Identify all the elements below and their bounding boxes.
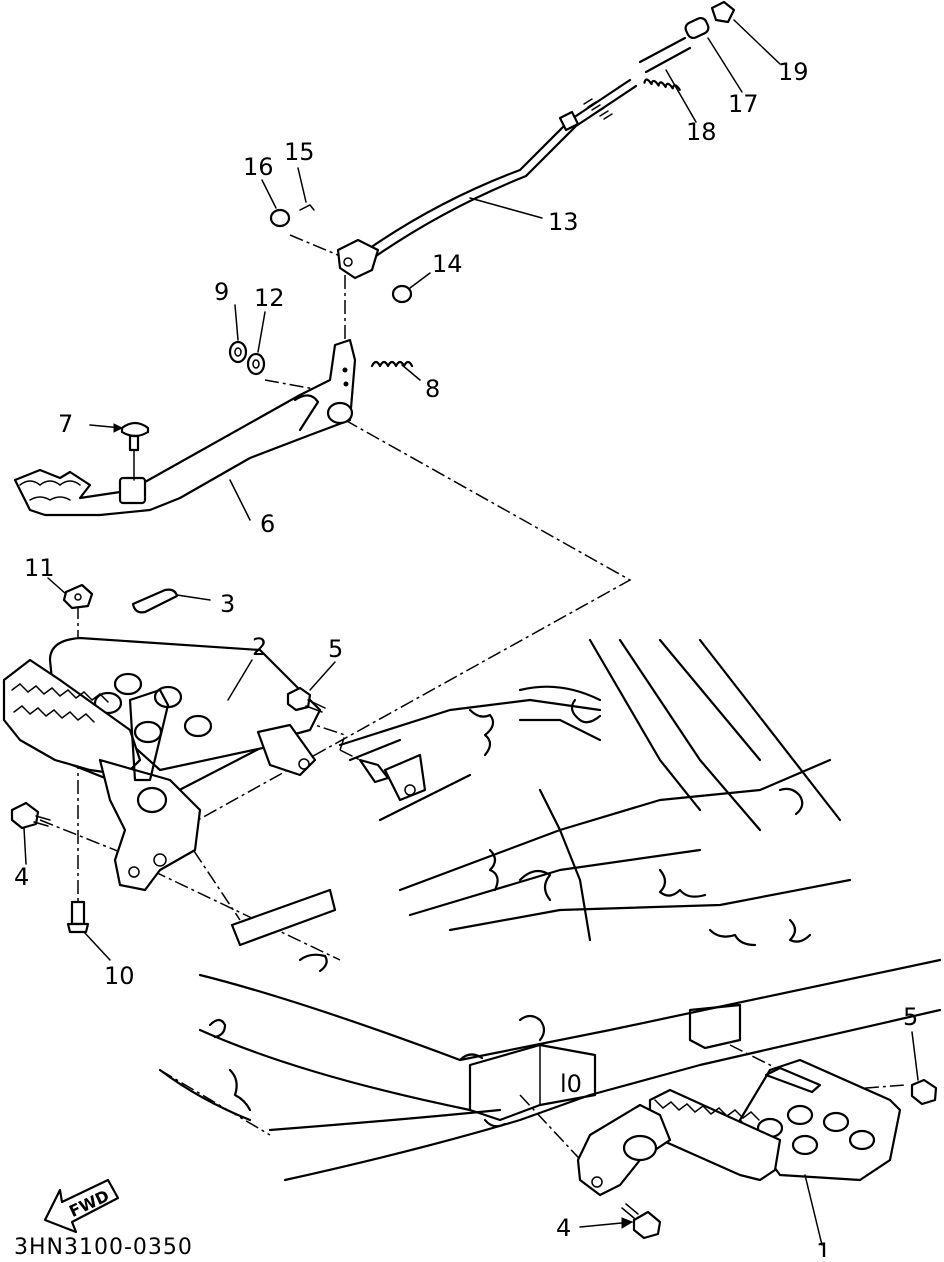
joint-17 <box>684 16 710 40</box>
callout-14: 14 <box>432 250 463 278</box>
frame: l0 <box>158 638 942 1182</box>
callout-13: 13 <box>548 208 579 236</box>
diagram-code: 3HN3100-0350 <box>14 1235 193 1257</box>
callout-11: 11 <box>24 554 55 582</box>
spring-18 <box>638 36 692 91</box>
callout-4-right: 4 <box>556 1214 571 1242</box>
bolt-4-right <box>621 1203 662 1240</box>
callout-18: 18 <box>686 118 717 146</box>
leader-lines <box>23 19 919 1246</box>
footrest-left <box>2 636 427 947</box>
return-spring <box>370 360 414 368</box>
fwd-arrow-icon: FWD <box>43 1178 120 1234</box>
washer-14 <box>391 284 413 304</box>
callout-10: 10 <box>104 962 135 990</box>
cotter-pin-15 <box>299 204 315 211</box>
callout-2: 2 <box>252 633 267 661</box>
nut-11 <box>62 583 94 610</box>
brake-pedal <box>13 338 357 517</box>
adjust-nut-19 <box>710 0 736 24</box>
callout-9: 9 <box>214 278 229 306</box>
callout-5-right: 5 <box>903 1003 918 1031</box>
washer-12 <box>246 352 266 376</box>
stop-bolt <box>120 421 150 481</box>
callout-12: 12 <box>254 284 285 312</box>
callouts: 1 2 3 4 4 5 5 6 7 8 9 10 11 12 13 14 15 … <box>14 58 918 1262</box>
pin-3 <box>131 588 179 614</box>
callout-16: 16 <box>243 153 274 181</box>
callout-1: 1 <box>816 1238 831 1257</box>
callout-4-left: 4 <box>14 863 29 891</box>
washer-9 <box>228 340 248 364</box>
callout-15: 15 <box>284 138 315 166</box>
svg-text:l0: l0 <box>560 1070 582 1098</box>
callout-8: 8 <box>425 375 440 403</box>
brake-rod <box>336 78 638 280</box>
bolt-5-right <box>910 1078 938 1106</box>
footrest-right <box>576 1058 902 1197</box>
bolt-10 <box>66 900 90 934</box>
callout-19: 19 <box>778 58 809 86</box>
joint-pin-16 <box>269 208 291 228</box>
callout-6: 6 <box>260 510 275 538</box>
callout-5-top: 5 <box>328 635 343 663</box>
bolt-5-top <box>286 686 326 713</box>
callout-17: 17 <box>728 90 759 118</box>
bolt-4-left <box>10 801 51 830</box>
callout-3: 3 <box>220 590 235 618</box>
callout-7: 7 <box>58 410 73 438</box>
